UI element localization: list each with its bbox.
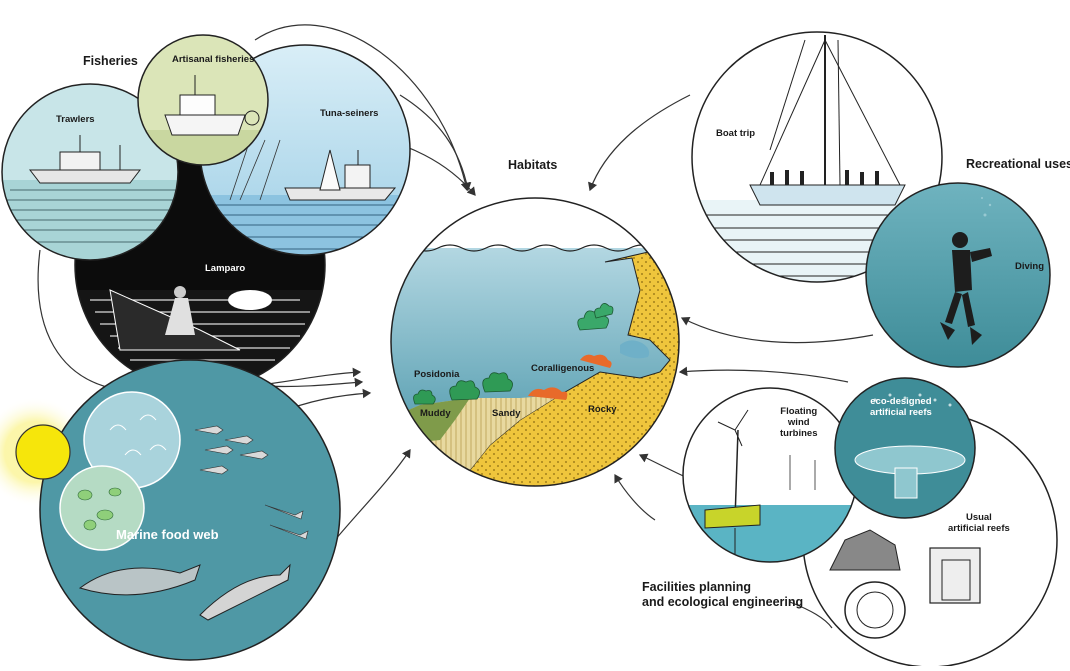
usual-line2: artificial reefs (948, 523, 1010, 534)
floating-wind-line3: turbines (780, 428, 818, 439)
facilities-line2: and ecological engineering (642, 595, 804, 609)
eco-line1: eco-designed (870, 396, 932, 407)
lamparo-label: Lamparo (205, 263, 246, 274)
marine-food-web-label: Marine food web (116, 527, 219, 542)
floating-wind-turbines-label: Floating wind turbines (780, 406, 817, 439)
artisanal-fisheries-label: Artisanal fisheries (172, 54, 255, 65)
posidonia-label: Posidonia (414, 369, 460, 380)
habitats-heading: Habitats (508, 158, 558, 172)
floating-wind-line1: Floating (780, 406, 818, 417)
fisheries-heading: Fisheries (83, 54, 138, 68)
coralligenous-label: Coralligenous (531, 363, 595, 374)
sandy-label: Sandy (492, 408, 521, 419)
eco-designed-reefs-circle (834, 377, 976, 519)
usual-line1: Usual (965, 512, 992, 523)
habitats-circle (390, 197, 680, 487)
eco-line2: artificial reefs (870, 407, 932, 418)
recreational-uses-heading: Recreational uses (966, 157, 1070, 171)
diving-circle (865, 182, 1051, 368)
boat-trip-label: Boat trip (716, 128, 756, 139)
eco-designed-reefs-label: eco-designed artificial reefs (870, 396, 932, 418)
usual-artificial-reefs-label: Usual artificial reefs (948, 512, 1010, 534)
sun-icon (15, 424, 71, 480)
rocky-label: Rocky (588, 404, 617, 415)
marine-food-web-circle (0, 359, 341, 661)
tuna-seiners-label: Tuna-seiners (320, 108, 379, 119)
diving-label: Diving (1015, 261, 1045, 272)
muddy-label: Muddy (420, 408, 451, 419)
facilities-heading: Facilities planning and ecological engin… (642, 580, 803, 610)
facilities-line1: Facilities planning (642, 580, 752, 594)
floating-wind-line2: wind (787, 417, 810, 428)
trawlers-label: Trawlers (56, 114, 95, 125)
